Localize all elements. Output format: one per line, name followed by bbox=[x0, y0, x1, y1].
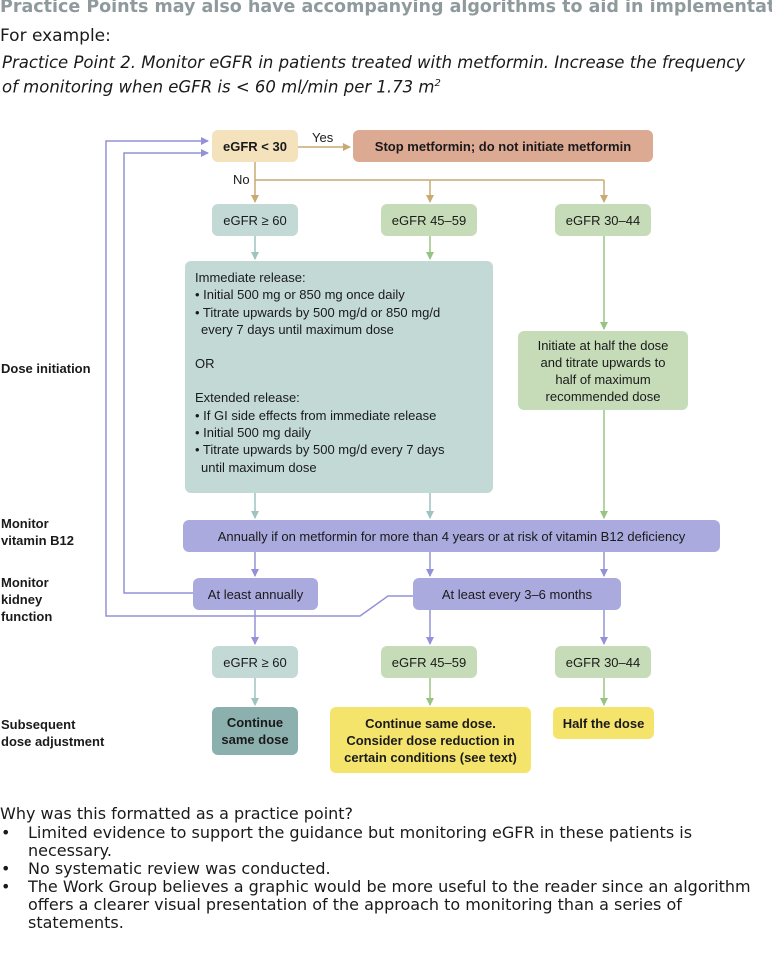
consider-reduction-line: certain conditions (see text) bbox=[344, 749, 517, 765]
side-label-monitor-kidney-line3: function bbox=[1, 609, 53, 624]
yes-label: Yes bbox=[312, 130, 334, 145]
half-dose-init-line: recommended dose bbox=[545, 388, 661, 404]
practice-point-title: Practice Point 2. Monitor eGFR in patien… bbox=[2, 52, 762, 98]
immediate-release-item: • Initial 500 mg or 850 mg once daily bbox=[195, 287, 405, 303]
half-dose-init-line: half of maximum bbox=[555, 371, 651, 387]
side-label-monitor-kidney-line2: kidney bbox=[1, 592, 43, 607]
extended-release-item: until maximum dose bbox=[201, 459, 317, 475]
extended-release-item: • Titrate upwards by 500 mg/d every 7 da… bbox=[195, 442, 445, 458]
side-label-dose-initiation: Dose initiation bbox=[1, 361, 91, 376]
side-label-monitor-b12-line1: Monitor bbox=[1, 516, 49, 531]
egfr-ge60-box: eGFR ≥ 60 bbox=[212, 204, 298, 236]
dosing-instructions-box: Immediate release: • Initial 500 mg or 8… bbox=[185, 261, 493, 493]
metformin-algorithm-diagram: Dose initiation Monitor vitamin B12 Moni… bbox=[0, 118, 772, 788]
half-dose-initiation-box: Initiate at half the dose and titrate up… bbox=[518, 331, 688, 410]
side-label-monitor-kidney: Monitor kidney function bbox=[1, 574, 52, 625]
egfr-45-59-box: eGFR 45–59 bbox=[381, 204, 477, 236]
immediate-release-item: every 7 days until maximum dose bbox=[201, 321, 394, 337]
stop-metformin-box: Stop metformin; do not initiate metformi… bbox=[353, 130, 653, 162]
why-bullet: • The Work Group believes a graphic would… bbox=[0, 878, 772, 932]
example-label: For example: bbox=[0, 26, 111, 46]
egfr-30-44-box: eGFR 30–44 bbox=[555, 204, 651, 236]
bullet-dot: • bbox=[1, 823, 11, 842]
every-3-6-months-box: At least every 3–6 months bbox=[413, 578, 621, 610]
continue-same-dose-box: Continue same dose bbox=[212, 707, 298, 755]
extended-release-item: • If GI side effects from immediate rele… bbox=[195, 407, 437, 423]
consider-dose-reduction-box: Continue same dose. Consider dose reduct… bbox=[330, 707, 531, 773]
bullet-dot: • bbox=[1, 859, 11, 878]
why-bullet-text: No systematic review was conducted. bbox=[28, 859, 331, 878]
why-bullet-list: • Limited evidence to support the guidanc… bbox=[0, 824, 772, 932]
practice-point-superscript: 2 bbox=[434, 78, 441, 89]
why-bullet-text: The Work Group believes a graphic would … bbox=[28, 877, 751, 932]
bullet-dot: • bbox=[1, 877, 11, 896]
why-bullet-text: Limited evidence to support the guidance… bbox=[28, 823, 693, 860]
side-label-monitor-kidney-line1: Monitor bbox=[1, 575, 49, 590]
side-label-monitor-b12: Monitor vitamin B12 bbox=[1, 515, 74, 549]
side-label-subsequent-line2: dose adjustment bbox=[1, 734, 105, 749]
practice-point-text: Practice Point 2. Monitor eGFR in patien… bbox=[2, 53, 746, 97]
consider-reduction-line: Consider dose reduction in bbox=[346, 732, 515, 748]
connector-lines bbox=[105, 137, 608, 706]
why-bullet: • No systematic review was conducted. bbox=[0, 860, 772, 878]
extended-release-item: • Initial 500 mg daily bbox=[195, 425, 311, 441]
annually-feedback-loop bbox=[123, 149, 209, 594]
continue-same-line: same dose bbox=[221, 732, 289, 747]
vitamin-b12-monitoring-box: Annually if on metformin for more than 4… bbox=[183, 520, 720, 552]
egfr-30-44-lower-box: eGFR 30–44 bbox=[555, 646, 651, 678]
egfr-ge60-lower-box: eGFR ≥ 60 bbox=[212, 646, 298, 678]
side-label-monitor-b12-line2: vitamin B12 bbox=[1, 533, 74, 548]
why-bullet: • Limited evidence to support the guidanc… bbox=[0, 824, 772, 860]
why-practice-point-section: Why was this formatted as a practice poi… bbox=[0, 805, 772, 932]
side-label-subsequent-line1: Subsequent bbox=[1, 717, 76, 732]
immediate-release-item: • Titrate upwards by 500 mg/d or 850 mg/… bbox=[195, 304, 441, 320]
why-question: Why was this formatted as a practice poi… bbox=[0, 804, 354, 823]
no-label: No bbox=[233, 172, 250, 187]
dosing-text: Immediate release: • Initial 500 mg or 8… bbox=[195, 269, 445, 476]
consider-reduction-line: Continue same dose. bbox=[365, 715, 496, 731]
half-dose-init-line: Initiate at half the dose bbox=[537, 337, 669, 353]
immediate-release-title: Immediate release: bbox=[195, 270, 306, 285]
continue-same-line: Continue bbox=[226, 715, 284, 730]
egfr-45-59-lower-box: eGFR 45–59 bbox=[381, 646, 477, 678]
at-least-annually-box: At least annually bbox=[193, 578, 318, 610]
extended-release-title: Extended release: bbox=[195, 390, 300, 406]
half-dose-init-line: and titrate upwards to bbox=[540, 354, 666, 370]
or-label: OR bbox=[195, 356, 215, 372]
section-heading: Practice Points may also have accompanyi… bbox=[0, 0, 772, 17]
half-the-dose-box: Half the dose bbox=[553, 707, 654, 739]
side-label-subsequent: Subsequent dose adjustment bbox=[1, 716, 104, 750]
3-6-months-feedback-loop bbox=[105, 137, 413, 617]
egfr-lt30-box: eGFR < 30 bbox=[212, 130, 298, 162]
